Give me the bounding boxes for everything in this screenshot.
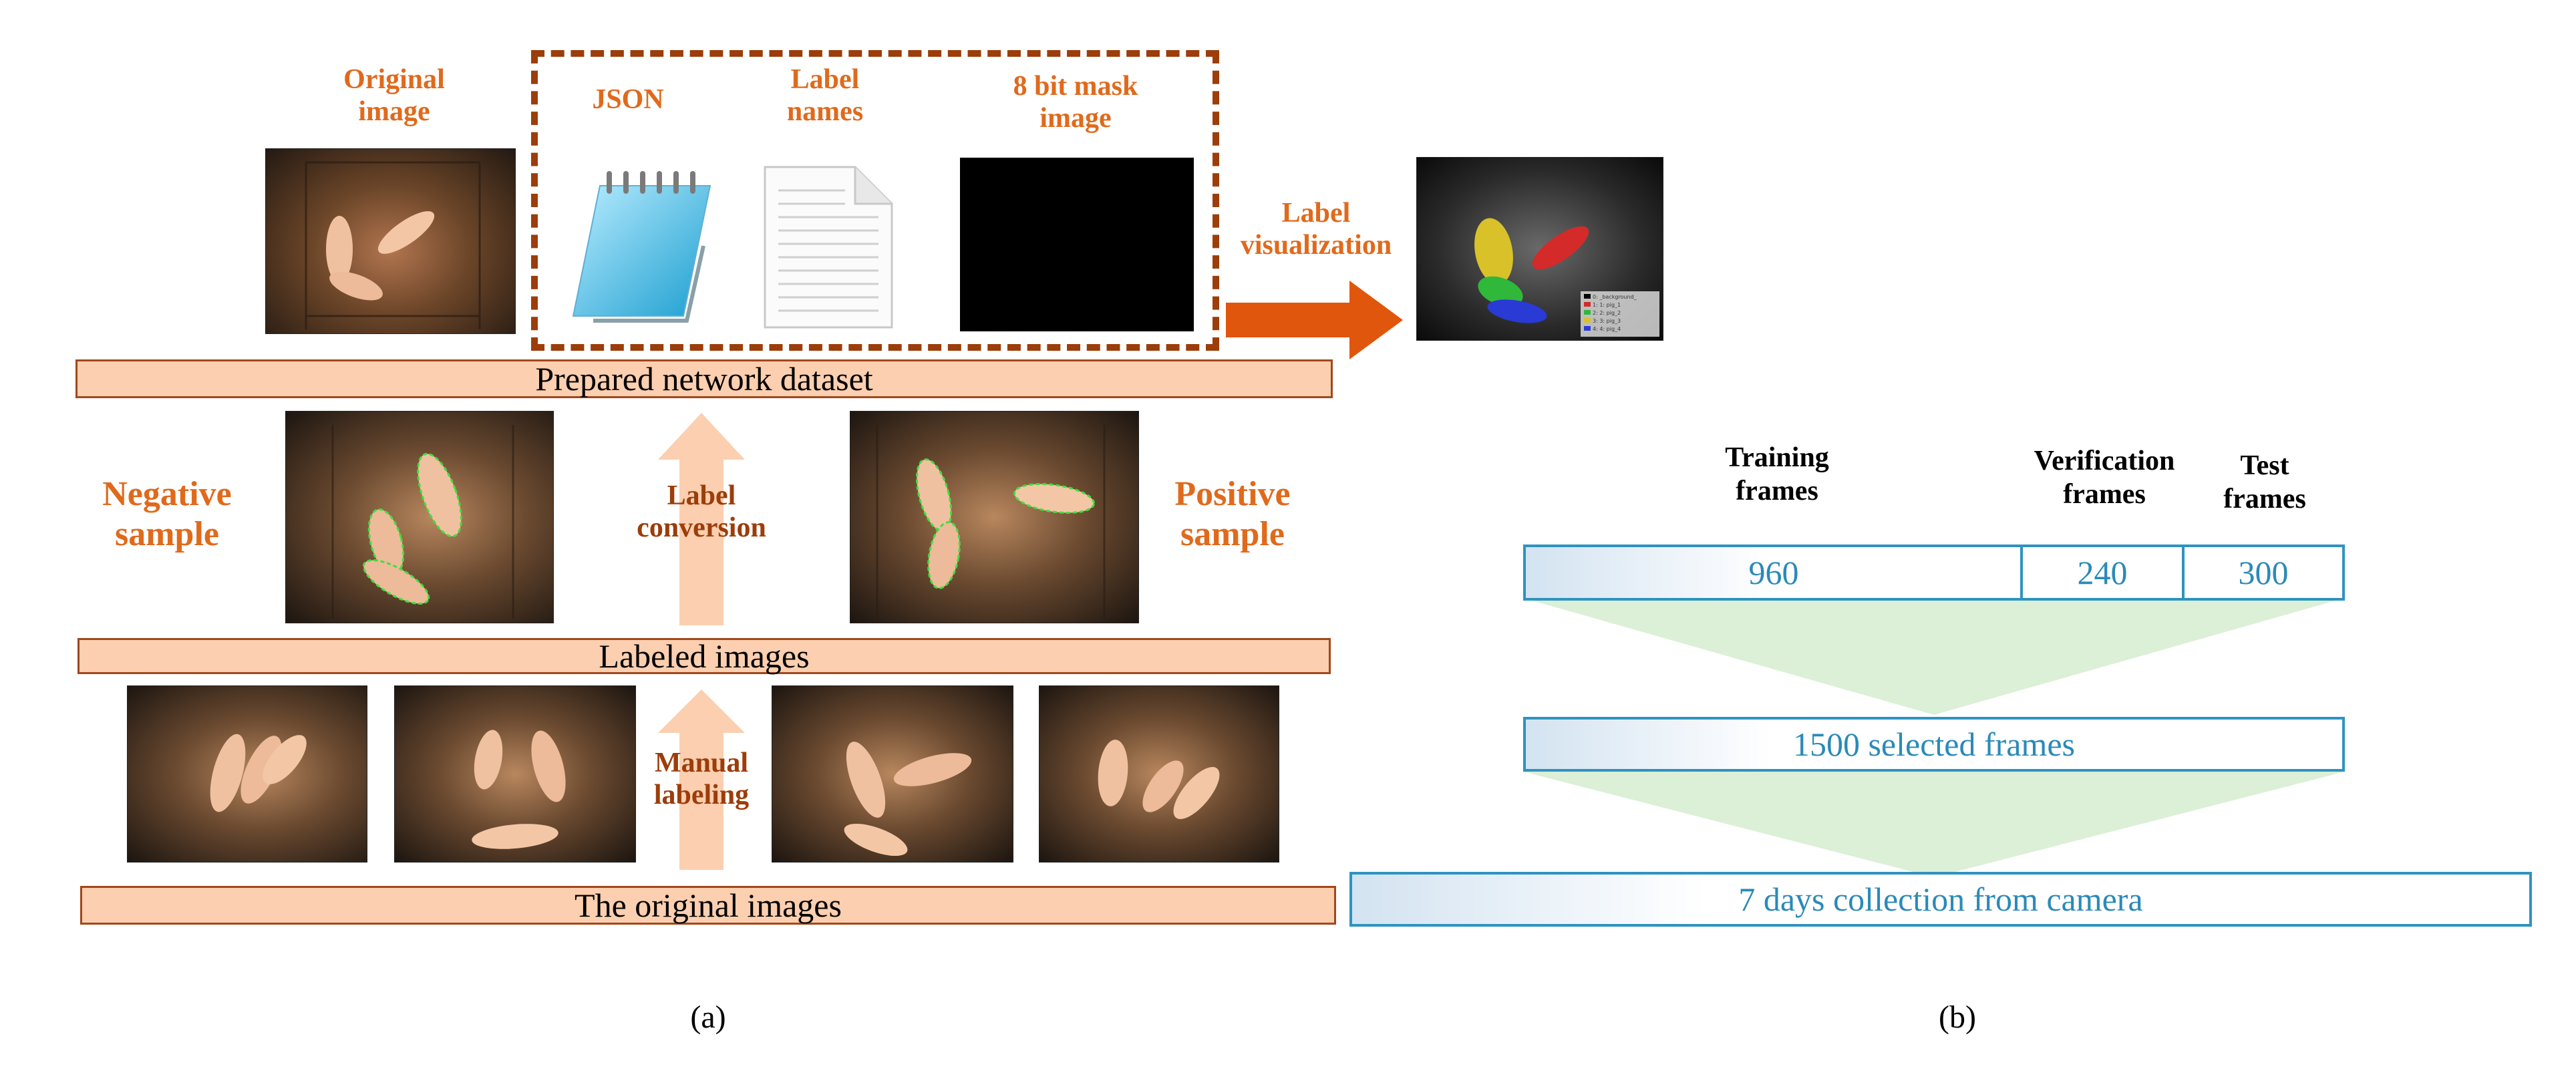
divider bbox=[2182, 547, 2185, 598]
frame-split-box: 960 240 300 bbox=[1523, 544, 2345, 601]
original-photo-2 bbox=[394, 685, 636, 863]
label-visualization-label: Label visualization bbox=[1240, 198, 1392, 261]
test-count: 300 bbox=[2238, 554, 2289, 591]
legend-item: 4: 4: pig_4 bbox=[1584, 325, 1659, 333]
dataset-files-frame bbox=[531, 50, 1219, 351]
json-label: JSON bbox=[592, 84, 664, 115]
positive-sample-label: Positive sample bbox=[1174, 475, 1291, 553]
collection-box: 7 days collection from camera bbox=[1349, 872, 2532, 927]
divider bbox=[2020, 547, 2023, 598]
original-photo-3 bbox=[772, 685, 1013, 863]
verification-frames-header: Verification frames bbox=[2034, 446, 2175, 510]
selected-frames-box: 1500 selected frames bbox=[1523, 717, 2345, 772]
original-photo-4 bbox=[1039, 685, 1279, 863]
negative-sample-photo bbox=[285, 411, 554, 623]
manual-labeling-label: Manual labeling bbox=[653, 748, 750, 811]
notepad-icon bbox=[567, 166, 720, 326]
legend-item: 1: 1: pig_1 bbox=[1584, 301, 1659, 309]
prepared-dataset-bar: Prepared network dataset bbox=[75, 359, 1333, 398]
right-arrow-icon bbox=[1226, 281, 1403, 359]
labeled-images-bar: Labeled images bbox=[77, 637, 1331, 675]
negative-sample-label: Negative sample bbox=[102, 475, 232, 553]
legend-item: 0: _background_ bbox=[1584, 293, 1659, 301]
original-photo-1 bbox=[127, 685, 367, 863]
funnel-shapes bbox=[1523, 598, 2345, 879]
label-names-label: Label names bbox=[786, 64, 864, 128]
original-image-label: Original image bbox=[343, 64, 445, 128]
verification-count: 240 bbox=[2077, 554, 2128, 591]
caption-b: (b) bbox=[1939, 999, 1976, 1035]
mask-label: 8 bit mask image bbox=[1013, 71, 1138, 134]
training-frames-header: Training frames bbox=[1725, 442, 1829, 507]
original-images-bar: The original images bbox=[80, 886, 1336, 925]
label-visualization-photo: 0: _background_ 1: 1: pig_1 2: 2: pig_2 … bbox=[1416, 157, 1663, 341]
caption-a: (a) bbox=[690, 999, 726, 1035]
original-image-photo bbox=[265, 148, 516, 334]
document-icon bbox=[762, 164, 895, 331]
label-conversion-label: Label conversion bbox=[637, 480, 766, 544]
manual-labeling-arrow-icon bbox=[658, 689, 745, 870]
test-frames-header: Test frames bbox=[2223, 450, 2306, 515]
legend-item: 2: 2: pig_2 bbox=[1584, 309, 1659, 317]
mask-image bbox=[960, 158, 1194, 331]
training-count: 960 bbox=[1748, 554, 1799, 591]
legend-item: 3: 3: pig_3 bbox=[1584, 317, 1659, 325]
label-conversion-arrow-icon bbox=[658, 413, 745, 625]
visualization-legend: 0: _background_ 1: 1: pig_1 2: 2: pig_2 … bbox=[1584, 293, 1659, 333]
positive-sample-photo bbox=[850, 411, 1139, 623]
